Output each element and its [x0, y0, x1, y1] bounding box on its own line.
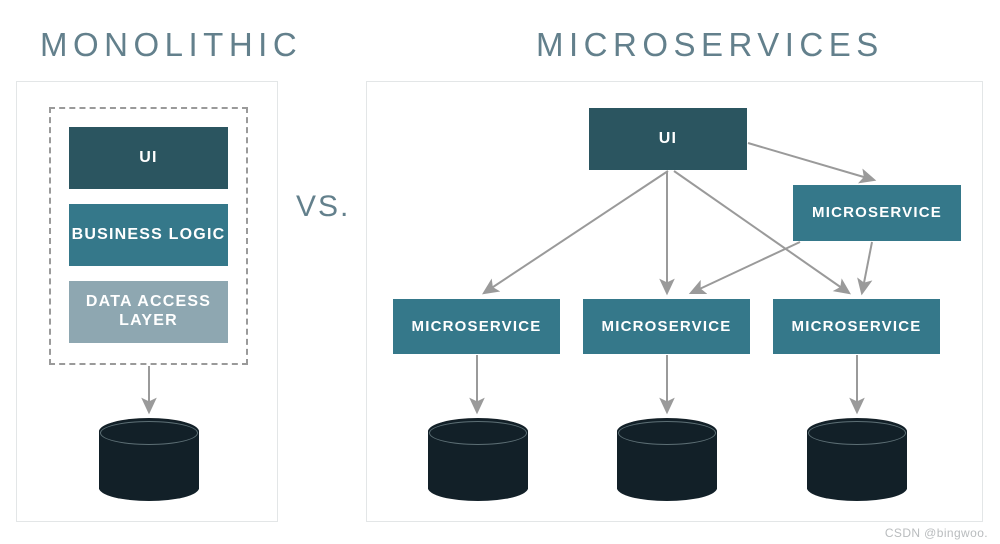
microservices-block-bottom-3: MICROSERVICE: [773, 299, 940, 354]
monolith-database-cylinder: [99, 418, 199, 501]
monolith-block-business-logic: BUSINESS LOGIC: [69, 204, 228, 266]
microservice-database-cylinder-3: [807, 418, 907, 501]
microservices-block-bottom-1: MICROSERVICE: [393, 299, 560, 354]
microservice-database-cylinder-2: [617, 418, 717, 501]
microservices-block-right: MICROSERVICE: [793, 185, 961, 241]
monolith-block-ui: UI: [69, 127, 228, 189]
cylinder-top-rim: [808, 421, 906, 445]
cylinder-top-rim: [429, 421, 527, 445]
cylinder-top-rim: [618, 421, 716, 445]
microservices-block-ui: UI: [589, 108, 747, 170]
monolith-dashed-boundary: [49, 107, 248, 365]
microservice-database-cylinder-1: [428, 418, 528, 501]
microservices-block-bottom-2: MICROSERVICE: [583, 299, 750, 354]
monolith-block-data-access-layer: DATA ACCESS LAYER: [69, 281, 228, 343]
microservices-title: MICROSERVICES: [536, 26, 884, 63]
monolithic-title: MONOLITHIC: [40, 26, 303, 63]
cylinder-top-rim: [100, 421, 198, 445]
watermark-text: CSDN @bingwoo.: [884, 526, 988, 540]
vs-separator-label: VS.: [296, 190, 351, 223]
